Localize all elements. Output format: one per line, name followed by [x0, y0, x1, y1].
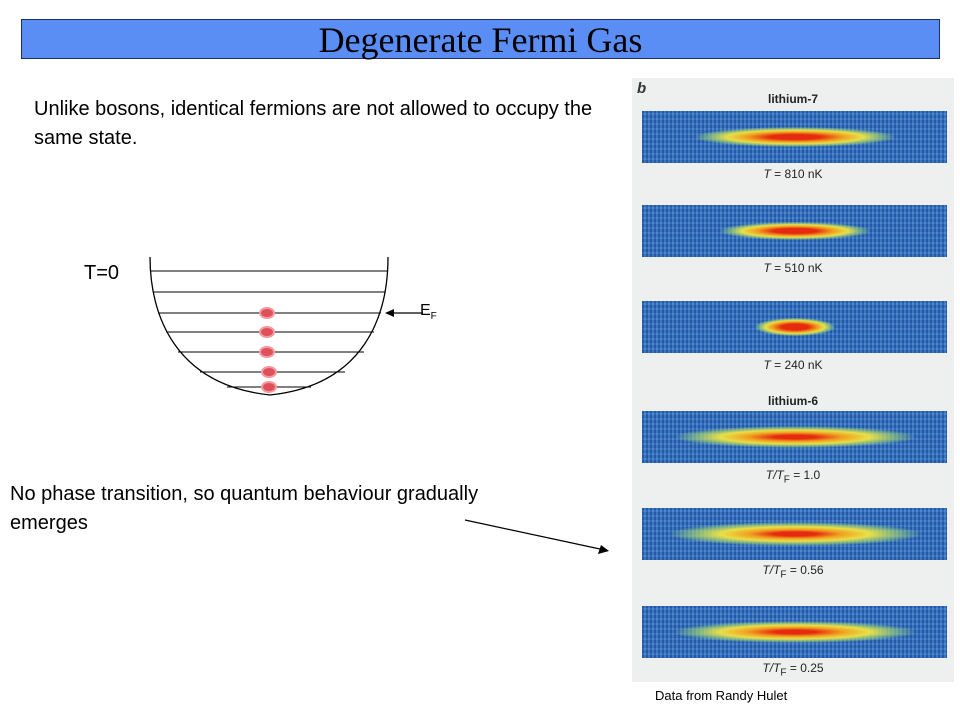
phase-transition-note: No phase transition, so quantum behaviou… [10, 483, 479, 534]
fermion-particle [259, 326, 275, 338]
absorption-image-figure: b lithium-7 T = 810 nK T = 510 nK T = 24… [632, 78, 954, 682]
image-caption: T/TF = 0.56 [762, 563, 824, 581]
fermion-particles [259, 307, 277, 393]
fermi-level-arrowhead [385, 309, 394, 317]
fermi-energy-symbol: E [420, 302, 431, 319]
image-caption: T/TF = 1.0 [765, 468, 821, 486]
fermi-energy-subscript: F [430, 311, 437, 323]
image-caption: T/TF = 0.25 [762, 661, 824, 679]
image-caption: T = 810 nK [763, 167, 823, 181]
atom-cloud-image [642, 411, 947, 463]
fermion-particle [259, 307, 275, 319]
figure-panel-letter: b [637, 80, 647, 97]
fermi-energy-label: EF [420, 302, 437, 322]
intro-text: Unlike bosons, identical fermions are no… [34, 98, 593, 149]
slide-title: Degenerate Fermi Gas [318, 20, 643, 60]
image-caption: T = 510 nK [763, 261, 823, 275]
data-credit: Data from Randy Hulet [655, 688, 788, 703]
atom-cloud-image [642, 111, 947, 163]
atom-cloud-image [642, 606, 947, 658]
image-caption: T = 240 nK [763, 358, 823, 372]
atom-cloud-image [642, 205, 947, 257]
group-header-lithium-7: lithium-7 [768, 92, 818, 106]
temperature-label: T=0 [84, 262, 120, 284]
fermion-particle [261, 366, 277, 378]
atom-cloud-image [642, 301, 947, 353]
potential-well-diagram [149, 256, 423, 396]
group-header-lithium-6: lithium-6 [768, 394, 818, 408]
atom-cloud-image [642, 508, 947, 560]
title-bar: Degenerate Fermi Gas [21, 19, 940, 59]
pointer-arrow [464, 519, 609, 554]
fermion-particle [261, 381, 277, 393]
fermion-particle [259, 346, 275, 358]
